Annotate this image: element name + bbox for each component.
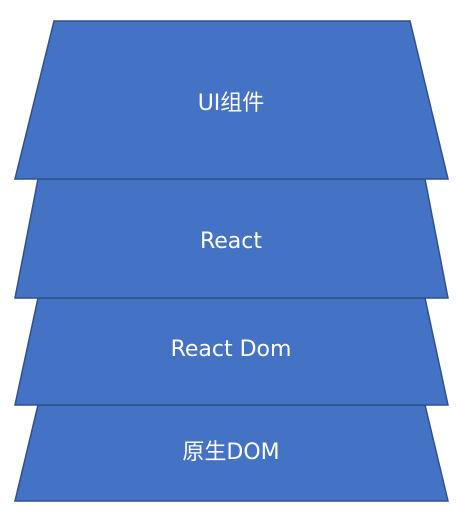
layer-native-dom: 原生DOM [14, 404, 449, 502]
layer-ui-components-label: UI组件 [198, 91, 265, 116]
layer-react-dom: React Dom [14, 297, 449, 406]
layer-ui-components: UI组件 [14, 20, 449, 180]
layer-react-dom-label: React Dom [171, 337, 292, 362]
layer-native-dom-label: 原生DOM [182, 440, 279, 465]
layer-react-label: React [200, 229, 262, 254]
layer-react: React [14, 178, 449, 299]
layer-ui-components-shape [14, 20, 449, 180]
